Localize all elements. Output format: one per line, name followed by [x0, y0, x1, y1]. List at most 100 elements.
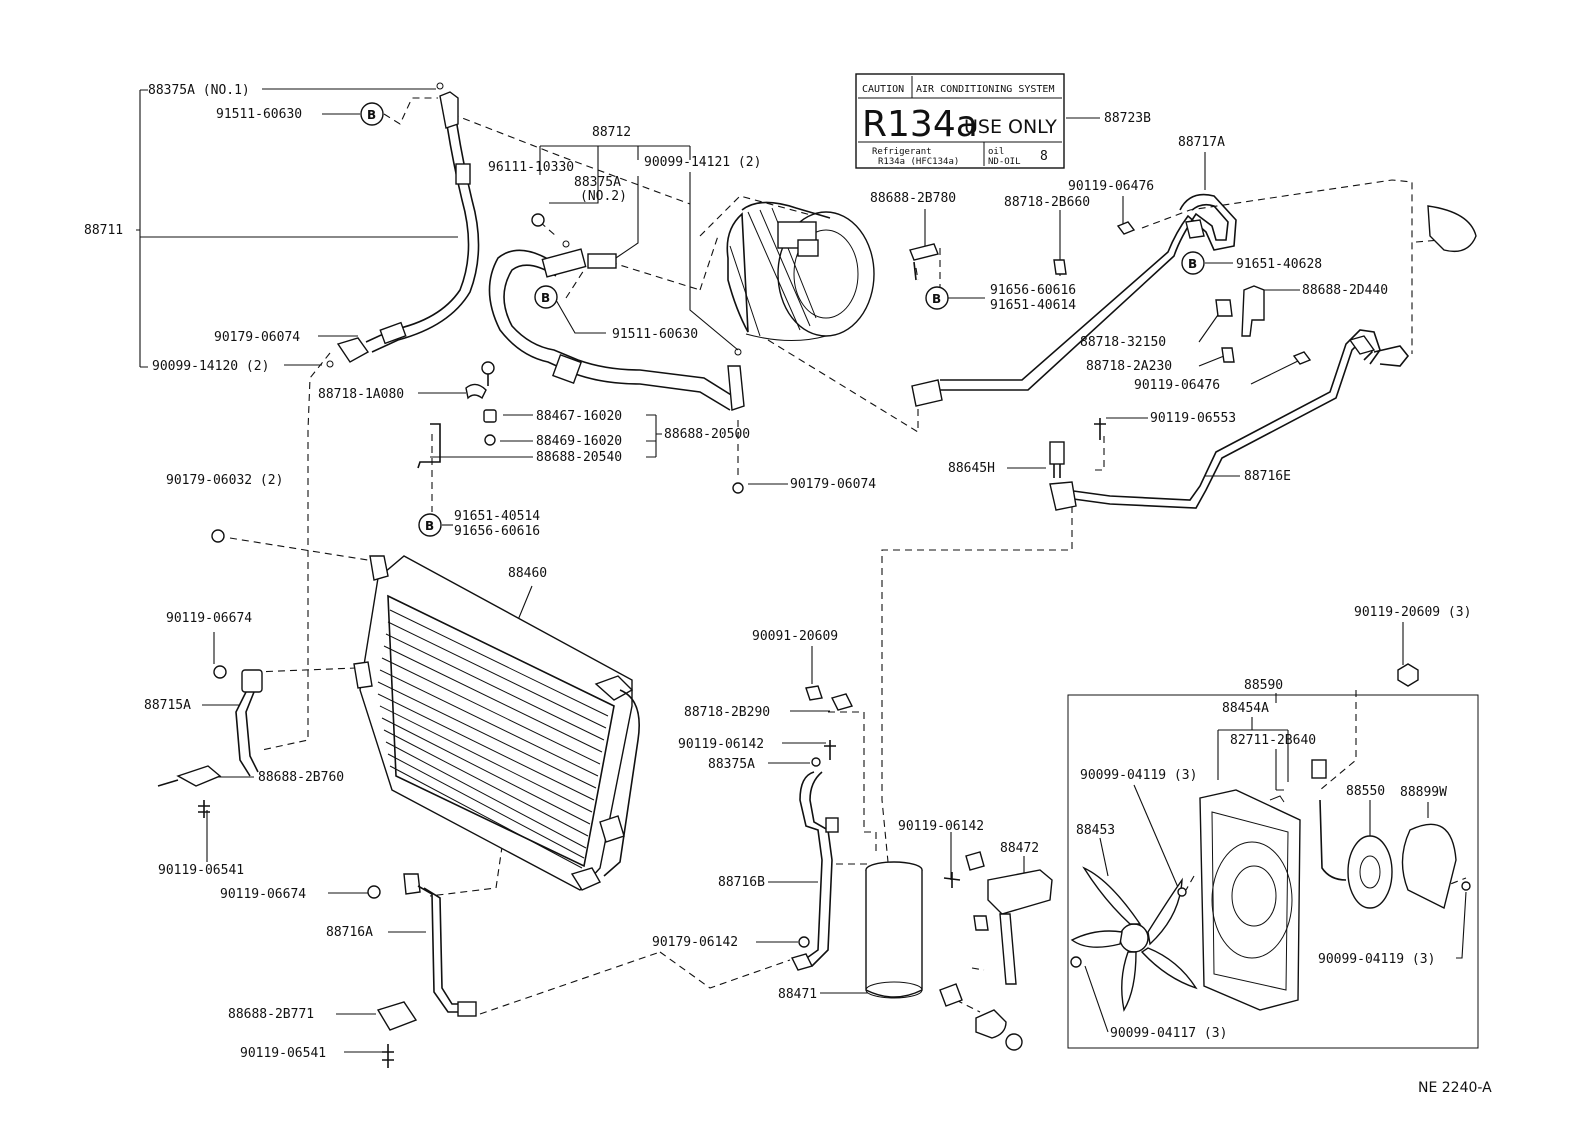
part-callout: 90119-06476: [1134, 378, 1220, 393]
part-callout: 90099-14121 (2): [644, 155, 761, 170]
part-callout: 90119-06541: [240, 1046, 326, 1061]
part-callout: 90179-06032 (2): [166, 473, 283, 488]
part-callout: 88467-16020: [536, 409, 622, 424]
svg-text:B: B: [367, 108, 376, 122]
part-callout: 96111-10330: [488, 160, 574, 175]
hose-88715A: [157, 665, 263, 818]
plate-oil-type: ND-OIL: [988, 157, 1021, 167]
part-callout: 91651-40628: [1236, 257, 1322, 272]
part-callout: 88471: [778, 987, 817, 1002]
part-callout: 90119-06142: [898, 819, 984, 834]
pipe-88717A: [911, 193, 1477, 407]
part-callout: 88688-2B771: [228, 1007, 314, 1022]
condenser-88460: [211, 529, 640, 891]
part-callout: 91656-60616: [454, 524, 540, 539]
part-callout: 88375A: [708, 757, 755, 772]
part-callout: 88723B: [1104, 111, 1151, 126]
part-callout: 90099-14120 (2): [152, 359, 269, 374]
compressor: [726, 201, 875, 341]
part-callout: 90179-06074: [790, 477, 876, 492]
b-marker: B: [418, 513, 442, 537]
part-callout: 90099-04117 (3): [1110, 1026, 1227, 1041]
hose-88716A: [367, 873, 477, 1068]
b-marker: B: [925, 286, 949, 310]
bracket-88472: [939, 851, 1053, 1051]
part-callout: 88472: [1000, 841, 1039, 856]
part-callout: 88712: [592, 125, 631, 140]
part-callout: 88454A: [1222, 701, 1269, 716]
part-callout: 88718-32150: [1080, 335, 1166, 350]
b-marker: B: [1181, 251, 1205, 275]
part-callout: 90119-06553: [1150, 411, 1236, 426]
part-callout: 90119-06674: [166, 611, 252, 626]
plate-main: R134a: [862, 104, 978, 145]
pipe-88716B: [790, 685, 854, 971]
plate-oil-grade: 8: [1040, 149, 1048, 164]
part-callout: 90099-04119 (3): [1318, 952, 1435, 967]
part-callout: 88715A: [144, 698, 191, 713]
part-callout: 88718-1A080: [318, 387, 404, 402]
part-callout: (NO.2): [580, 189, 627, 204]
part-callout: 88718-2B290: [684, 705, 770, 720]
svg-text:B: B: [932, 292, 941, 306]
label-plate: [855, 73, 1065, 169]
part-callout: 82711-2B640: [1230, 733, 1316, 748]
receiver-88471: [865, 861, 923, 999]
plate-system: AIR CONDITIONING SYSTEM: [916, 84, 1054, 95]
part-callout: 90119-06674: [220, 887, 306, 902]
pipe-88716E: [1049, 329, 1410, 511]
part-callout: 88375A: [574, 175, 621, 190]
part-callout: 88688-2B780: [870, 191, 956, 206]
b-markers: B B B B B: [360, 102, 1205, 537]
b-marker: B: [534, 285, 558, 309]
label-plate-text: CAUTION AIR CONDITIONING SYSTEM R134a US…: [862, 84, 1057, 167]
part-callout: 88688-20500: [664, 427, 750, 442]
part-callout: 88469-16020: [536, 434, 622, 449]
part-callout: 88688-20540: [536, 450, 622, 465]
part-callout: 90119-06541: [158, 863, 244, 878]
figure-code: NE 2240-A: [1418, 1080, 1492, 1096]
part-callout: 91656-60616: [990, 283, 1076, 298]
part-callout: 88375A (NO.1): [148, 83, 250, 98]
part-callout: 88711: [84, 223, 123, 238]
plate-refrigerant: Refrigerant: [872, 147, 932, 157]
part-callout: 88717A: [1178, 135, 1225, 150]
part-callout: 88716A: [326, 925, 373, 940]
part-callout: 90119-20609 (3): [1354, 605, 1471, 620]
part-callout: 88688-2B760: [258, 770, 344, 785]
fan-assembly-88590: [1070, 663, 1471, 1012]
part-callout: 88590: [1244, 678, 1283, 693]
part-callout: 91651-40514: [454, 509, 540, 524]
plate-refrigerant-type: R134a (HFC134a): [878, 157, 959, 167]
part-callout: 91511-60630: [612, 327, 698, 342]
part-callout: 88899W: [1400, 785, 1447, 800]
svg-text:B: B: [541, 291, 550, 305]
part-callout: 88718-2A230: [1086, 359, 1172, 374]
hose-88712: [488, 213, 745, 411]
part-callout: 88716B: [718, 875, 765, 890]
part-callout: 88550: [1346, 784, 1385, 799]
part-callout: 90119-06476: [1068, 179, 1154, 194]
plate-use-only: USE ONLY: [964, 116, 1057, 138]
svg-text:B: B: [1188, 257, 1197, 271]
part-callout: 90179-06074: [214, 330, 300, 345]
svg-text:B: B: [425, 519, 434, 533]
plate-oil: oil: [988, 147, 1004, 157]
part-callout: 88460: [508, 566, 547, 581]
part-callout: 88716E: [1244, 469, 1291, 484]
part-callout: 90099-04119 (3): [1080, 768, 1197, 783]
bracket-88688-20500: [417, 361, 744, 494]
part-callout: 88453: [1076, 823, 1115, 838]
callouts: 88375A (NO.1) 91511-60630 88711 90179-06…: [84, 83, 1471, 1061]
small-parts-right: [909, 221, 1312, 365]
part-callout: 88688-2D440: [1302, 283, 1388, 298]
part-callout: 90091-20609: [752, 629, 838, 644]
b-marker: B: [360, 102, 384, 126]
part-callout: 91511-60630: [216, 107, 302, 122]
part-callout: 90179-06142: [652, 935, 738, 950]
part-callout: 88718-2B660: [1004, 195, 1090, 210]
part-callout: 91651-40614: [990, 298, 1076, 313]
part-callout: 90119-06142: [678, 737, 764, 752]
hose-88711: [326, 82, 480, 368]
